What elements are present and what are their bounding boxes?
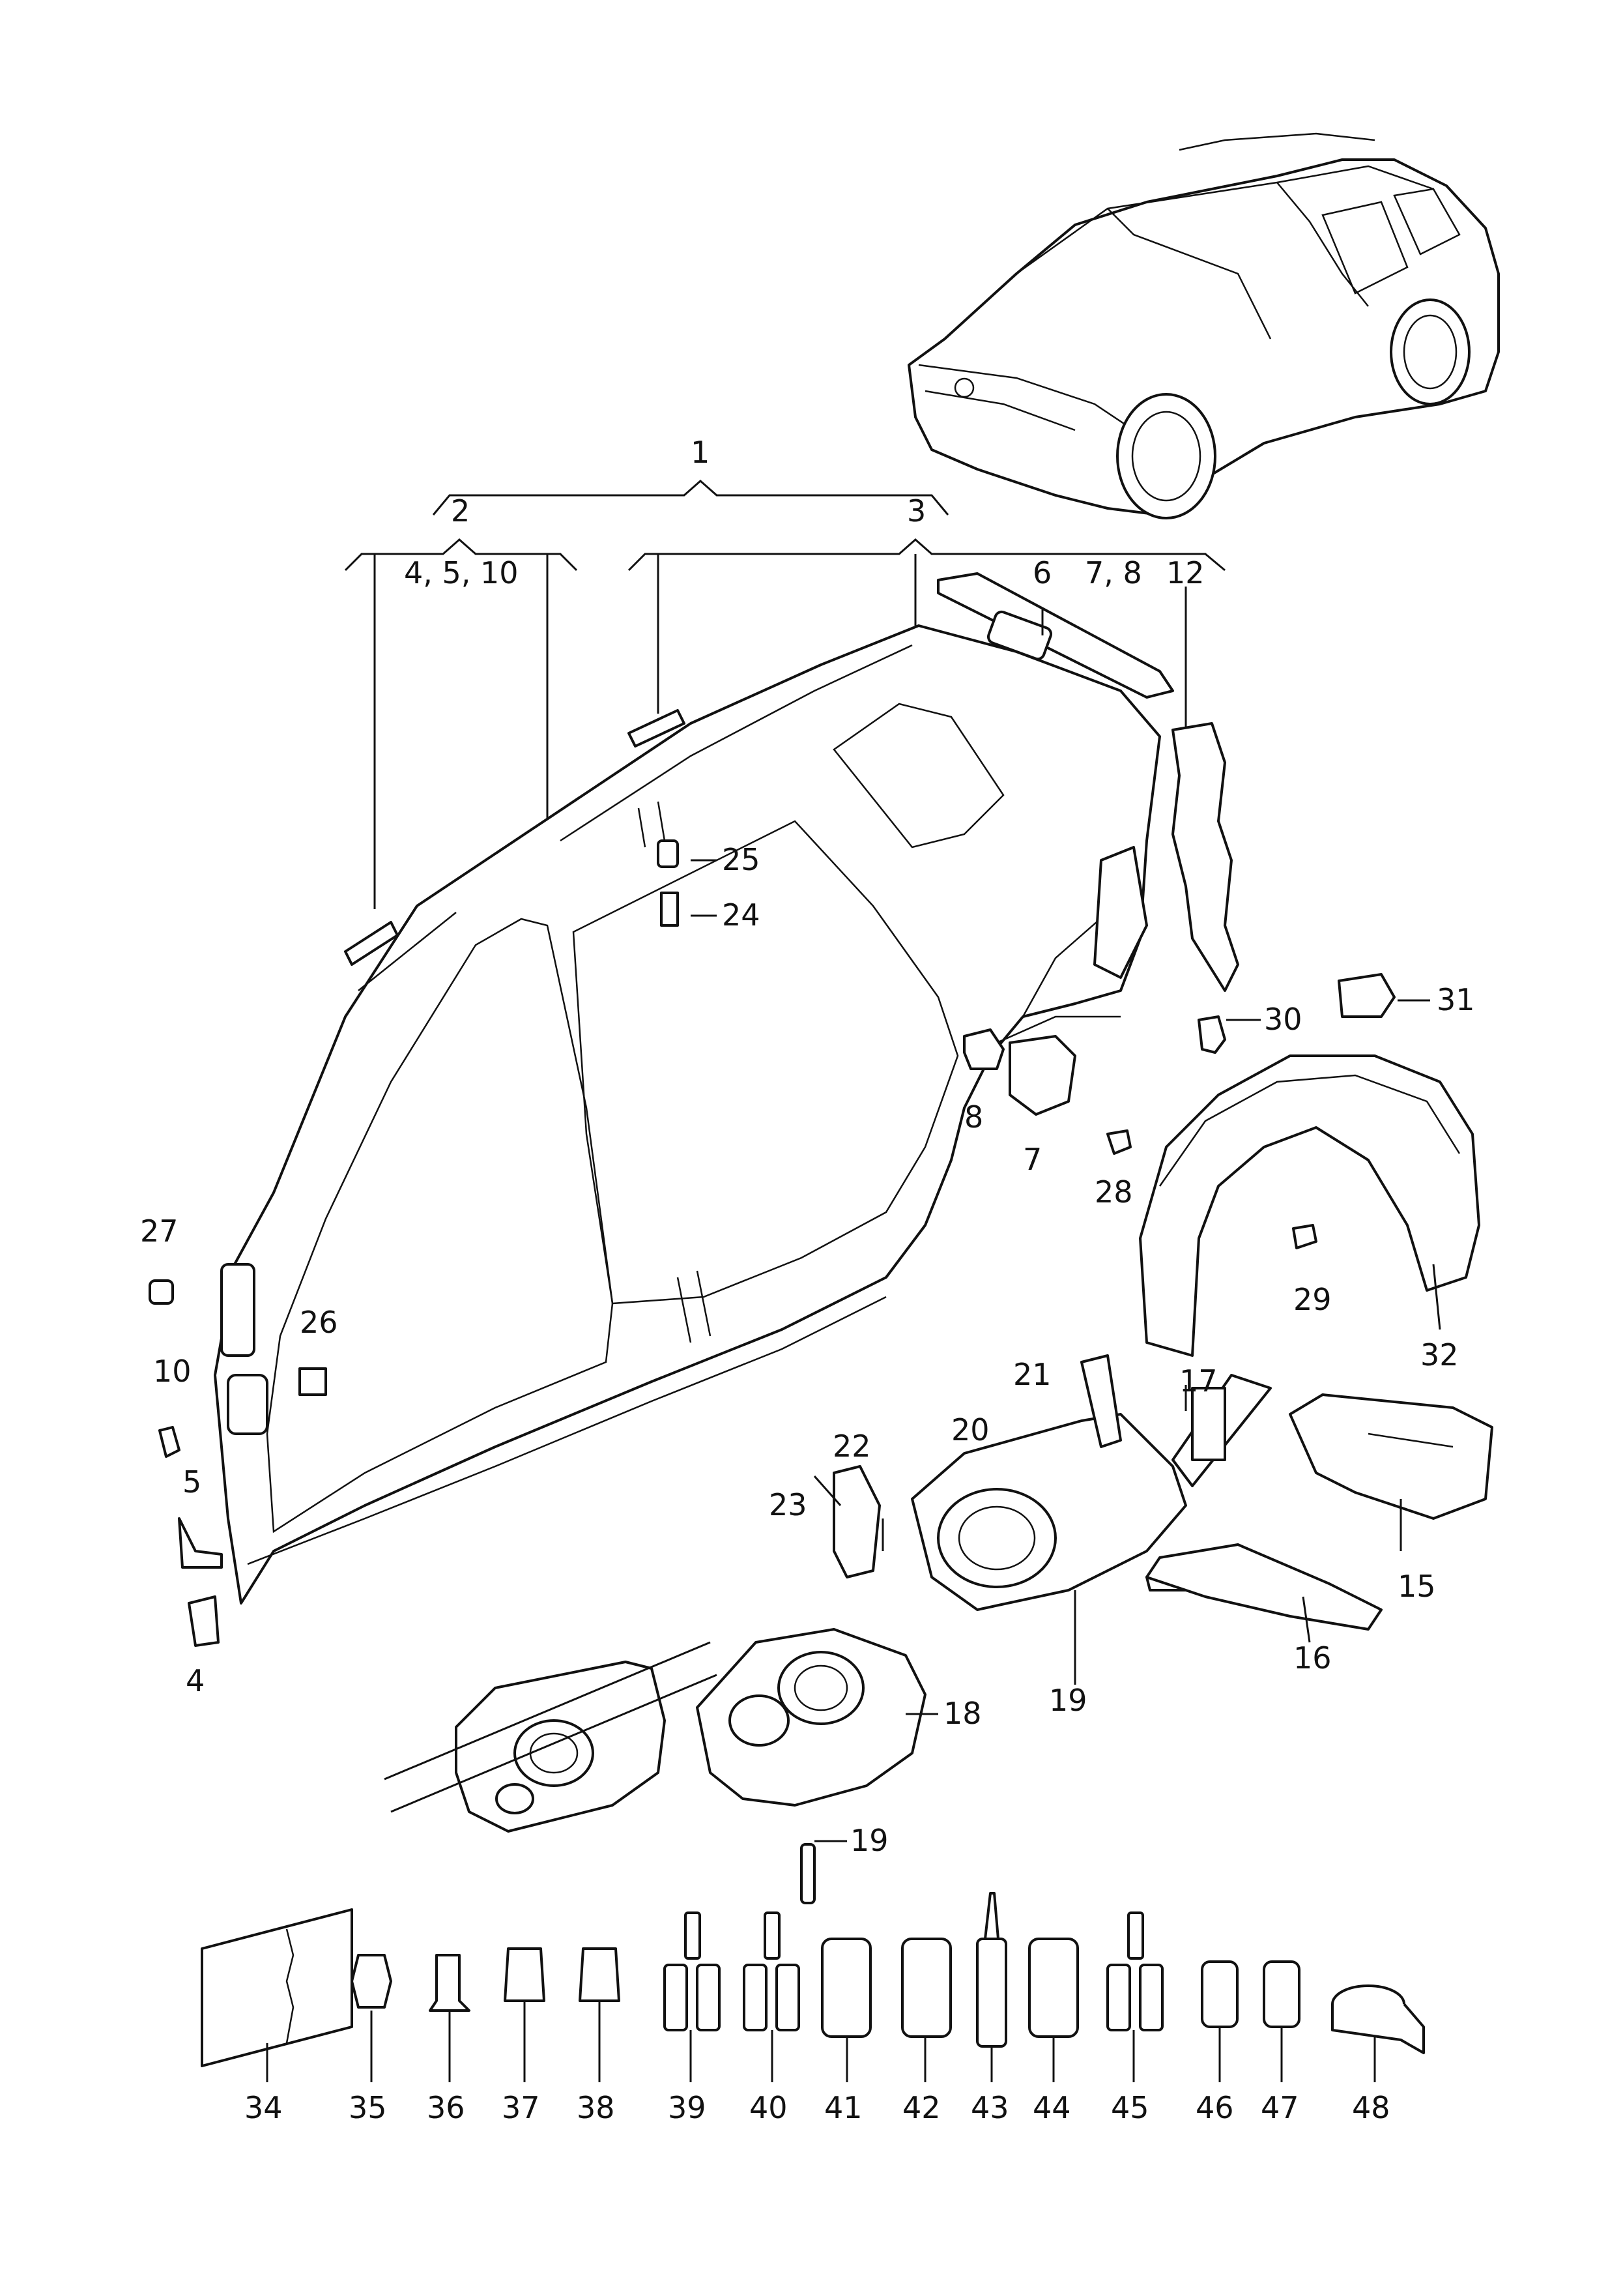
parts-7-8 (963, 1028, 1076, 1116)
label-35: 35 (349, 2090, 387, 2125)
label-40: 40 (749, 2090, 788, 2125)
part-35-nut (351, 1954, 392, 2009)
label-23: 23 (769, 1487, 807, 1522)
label-44: 44 (1033, 2090, 1071, 2125)
label-17: 17 (1179, 1363, 1218, 1399)
label-6: 6 (1033, 555, 1052, 590)
part-34-sheet (201, 1908, 353, 2067)
label-34: 34 (244, 2090, 283, 2125)
label-4-5-10: 4, 5, 10 (404, 555, 519, 590)
label-43: 43 (971, 2090, 1009, 2125)
label-30: 30 (1264, 1002, 1302, 1037)
part-12-bracket (1171, 722, 1239, 992)
label-48: 48 (1352, 2090, 1390, 2125)
label-8: 8 (964, 1099, 983, 1135)
part-40-cartridge (743, 1911, 800, 2031)
label-4: 4 (186, 1663, 205, 1698)
label-16: 16 (1293, 1640, 1332, 1676)
part-45-cartridge (1106, 1911, 1164, 2031)
label-36: 36 (427, 2090, 465, 2125)
label-10: 10 (153, 1354, 192, 1389)
label-15: 15 (1398, 1569, 1436, 1604)
fuel-filler-assembly (833, 1354, 1493, 1631)
part-37-cap (504, 1947, 545, 2002)
label-21: 21 (1013, 1357, 1052, 1392)
label-27: 27 (140, 1213, 179, 1249)
label-26: 26 (300, 1305, 338, 1340)
label-1: 1 (691, 435, 710, 470)
label-20: 20 (951, 1412, 990, 1447)
part-36-clip (429, 1954, 470, 2012)
part-32-wheelhouse-liner (1139, 1054, 1480, 1357)
label-5: 5 (182, 1464, 201, 1500)
label-22: 22 (833, 1429, 871, 1464)
label-45: 45 (1111, 2090, 1149, 2125)
part-44-cartridge (1028, 1938, 1079, 2038)
part-6-rail (937, 572, 1174, 699)
label-7-8: 7, 8 (1085, 555, 1142, 590)
part-38-cap (579, 1947, 620, 2002)
consumables-row (201, 1892, 1425, 2067)
label-19-upper: 19 (1049, 1683, 1087, 1718)
label-32: 32 (1420, 1337, 1459, 1373)
label-24: 24 (722, 897, 760, 933)
part-42-cartridge (901, 1938, 952, 2038)
fuel-door-views (384, 1628, 926, 1904)
label-38: 38 (577, 2090, 615, 2125)
part-47-can (1263, 1960, 1300, 2028)
part-46-can (1201, 1960, 1239, 2028)
label-47: 47 (1261, 2090, 1299, 2125)
label-2: 2 (451, 493, 470, 529)
label-39: 39 (668, 2090, 706, 2125)
label-42: 42 (902, 2090, 941, 2125)
leader-lines (266, 609, 1441, 2082)
body-side-panel (214, 624, 1161, 1605)
part-41-cartridge (821, 1938, 872, 2038)
label-28: 28 (1095, 1174, 1133, 1210)
part-48-tape-roll (1331, 1984, 1425, 2054)
label-46: 46 (1196, 2090, 1234, 2125)
label-25: 25 (722, 842, 760, 877)
grouping-brackets (344, 480, 1226, 909)
label-19-lower: 19 (850, 1823, 889, 1858)
label-31: 31 (1437, 982, 1475, 1017)
label-3: 3 (907, 493, 926, 529)
label-37: 37 (502, 2090, 540, 2125)
label-7: 7 (1023, 1142, 1042, 1177)
part-43-tube (976, 1892, 1007, 2048)
part-39-cartridge (663, 1911, 721, 2031)
label-41: 41 (824, 2090, 863, 2125)
label-29: 29 (1293, 1282, 1332, 1317)
label-12: 12 (1166, 555, 1205, 590)
small-fasteners (149, 839, 1396, 1647)
callout-labels: 1 2 3 4, 5, 10 6 7, 8 12 25 24 27 26 10 … (140, 435, 1475, 2125)
vehicle-illustration (908, 132, 1500, 519)
label-18: 18 (943, 1696, 982, 1731)
